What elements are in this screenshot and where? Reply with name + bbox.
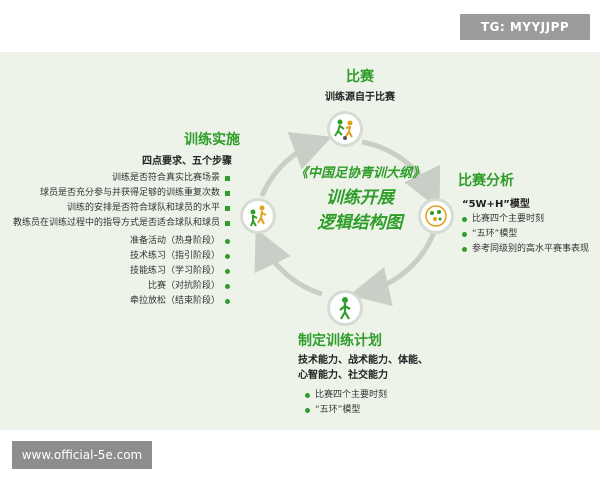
- tg-watermark: TG: MYYJJPP: [460, 14, 590, 40]
- list-item: 比赛（对抗阶段）: [130, 279, 230, 294]
- requirement-label: 训练的安排是否符合球队和球员的水平: [66, 203, 220, 213]
- match-title: 比赛: [346, 69, 374, 85]
- bullet-icon: [225, 299, 230, 304]
- bullet-icon: [225, 206, 230, 211]
- bullet-icon: [305, 393, 310, 398]
- arrow-right-to-bottom: [349, 231, 437, 307]
- arrow-top-to-right: [361, 139, 441, 210]
- list-item: 准备活动（热身阶段）: [130, 234, 230, 249]
- analysis-subtitle: “5W+H”模型: [462, 199, 530, 210]
- list-item: “五环”模型: [462, 227, 589, 242]
- list-item: 教练员在训练过程中的指导方式是否适合球队和球员: [13, 216, 230, 231]
- analysis-list: 比赛四个主要时刻 “五环”模型 参考同级别的高水平赛事表现: [462, 212, 589, 257]
- training-requirements-list: 训练是否符合真实比赛场景 球员是否充分参与并获得足够的训练重复次数 训练的安排是…: [13, 171, 230, 231]
- step-label: 比赛（对抗阶段）: [147, 281, 220, 291]
- analysis-item-label: 参考同级别的高水平赛事表现: [472, 244, 590, 254]
- training-subtitle: 四点要求、五个步骤: [142, 156, 232, 167]
- bullet-icon: [225, 176, 230, 181]
- list-item: 训练的安排是否符合球队和球员的水平: [13, 201, 230, 216]
- step-label: 技术练习（指引阶段）: [129, 251, 220, 261]
- analysis-item-label: “五环”模型: [472, 229, 518, 239]
- url-watermark: www.official-5e.com: [12, 441, 152, 469]
- training-title: 训练实施: [184, 132, 240, 148]
- bullet-icon: [225, 239, 230, 244]
- step-label: 准备活动（热身阶段）: [129, 236, 220, 246]
- center-title-line3: 逻辑结构图: [317, 213, 403, 233]
- analysis-title: 比赛分析: [458, 173, 514, 189]
- requirement-label: 训练是否符合真实比赛场景: [111, 173, 220, 183]
- center-title-line1: 《中国足协青训大纲》: [294, 166, 425, 181]
- training-node: [240, 198, 276, 234]
- plan-item-label: “五环”模型: [315, 405, 361, 415]
- center-title-line2: 训练开展: [326, 188, 394, 208]
- list-item: 比赛四个主要时刻: [462, 212, 589, 227]
- list-item: “五环”模型: [305, 403, 387, 418]
- bullet-icon: [462, 217, 467, 222]
- bullet-icon: [225, 269, 230, 274]
- training-icon: [250, 205, 267, 227]
- requirement-label: 教练员在训练过程中的指导方式是否适合球队和球员: [12, 218, 220, 228]
- plan-item-label: 比赛四个主要时刻: [315, 390, 388, 400]
- training-steps-list: 准备活动（热身阶段） 技术练习（指引阶段） 技能练习（学习阶段） 比赛（对抗阶段…: [130, 234, 230, 309]
- arrow-bottom-to-left: [254, 228, 323, 297]
- list-item: 比赛四个主要时刻: [305, 388, 387, 403]
- diagram-panel: [0, 52, 600, 430]
- list-item: 牵拉放松（结束阶段）: [130, 294, 230, 309]
- list-item: 训练是否符合真实比赛场景: [13, 171, 230, 186]
- bullet-icon: [225, 191, 230, 196]
- bullet-icon: [225, 254, 230, 259]
- center-title: 《中国足协青训大纲》 训练开展 逻辑结构图: [285, 165, 435, 235]
- plan-subtitle-line2: 心智能力、社交能力: [298, 370, 388, 381]
- analysis-item-label: 比赛四个主要时刻: [472, 214, 545, 224]
- coach-icon: [339, 297, 351, 320]
- list-item: 技能练习（学习阶段）: [130, 264, 230, 279]
- bullet-icon: [462, 232, 467, 237]
- analysis-icon: [425, 205, 447, 227]
- bullet-icon: [225, 284, 230, 289]
- bullet-icon: [225, 221, 230, 226]
- match-node: [327, 111, 363, 147]
- bullet-icon: [462, 247, 467, 252]
- list-item: 球员是否充分参与并获得足够的训练重复次数: [13, 186, 230, 201]
- step-label: 牵拉放松（结束阶段）: [129, 296, 220, 306]
- list-item: 技术练习（指引阶段）: [130, 249, 230, 264]
- soccer-players-icon: [334, 119, 353, 140]
- bullet-icon: [305, 408, 310, 413]
- list-item: 参考同级别的高水平赛事表现: [462, 242, 589, 257]
- analysis-node: [418, 198, 454, 234]
- plan-list: 比赛四个主要时刻 “五环”模型: [305, 388, 387, 418]
- plan-title: 制定训练计划: [298, 333, 382, 349]
- match-subtitle: 训练源自于比赛: [325, 92, 395, 103]
- plan-subtitle-line1: 技术能力、战术能力、体能、: [298, 355, 428, 366]
- step-label: 技能练习（学习阶段）: [129, 266, 220, 276]
- arrow-left-to-top: [259, 132, 333, 197]
- plan-subtitle: 技术能力、战术能力、体能、 心智能力、社交能力: [298, 353, 428, 383]
- requirement-label: 球员是否充分参与并获得足够的训练重复次数: [39, 188, 220, 198]
- plan-node: [327, 290, 363, 326]
